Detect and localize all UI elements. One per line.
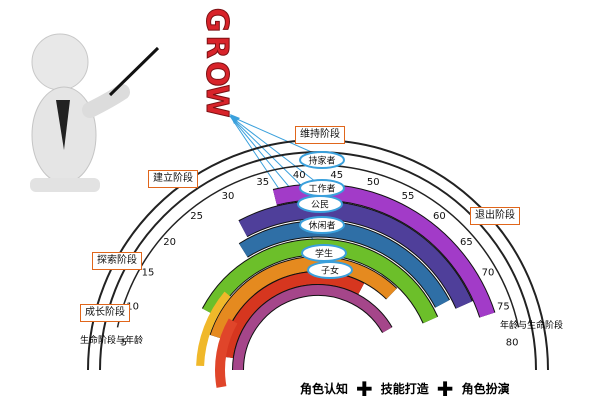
student-band-left bbox=[196, 291, 231, 367]
age-tick-label: 20 bbox=[163, 237, 176, 248]
role-label: 公民 bbox=[311, 200, 329, 211]
age-tick-label: 65 bbox=[460, 237, 473, 248]
role-label: 持家者 bbox=[308, 155, 335, 167]
age-tick-label: 10 bbox=[126, 301, 139, 312]
age-tick-label: 45 bbox=[330, 170, 343, 181]
age-tick-label: 15 bbox=[142, 267, 155, 278]
student-band bbox=[210, 256, 397, 340]
role-label: 学生 bbox=[315, 248, 333, 260]
plus-icon: ✚ bbox=[436, 376, 454, 401]
footer-skill-building: 技能打造 bbox=[380, 382, 429, 396]
citizen-band bbox=[239, 221, 450, 308]
plus-icon: ✚ bbox=[356, 376, 373, 401]
stage-label-establish: 建立阶段 bbox=[148, 170, 198, 188]
age-tick-label: 25 bbox=[190, 211, 203, 222]
stage-label-decline: 退出阶段 bbox=[470, 207, 520, 225]
role-label: 子女 bbox=[321, 265, 339, 277]
age-tick-label: 30 bbox=[222, 191, 235, 202]
role-ellipse bbox=[297, 195, 343, 213]
worker-band bbox=[238, 201, 472, 309]
inner-band bbox=[233, 285, 392, 371]
child-band-left bbox=[215, 318, 238, 388]
grow-letter: G bbox=[199, 8, 234, 33]
stage-label-grow: 成长阶段 bbox=[80, 304, 130, 322]
axis-caption-right: 年龄与生命阶段 bbox=[500, 321, 564, 331]
child-band bbox=[220, 272, 365, 359]
age-tick-label: 75 bbox=[497, 301, 510, 312]
stage-label-maintain: 维持阶段 bbox=[295, 126, 345, 144]
age-tick-label: 40 bbox=[293, 170, 306, 181]
pointer-line bbox=[229, 115, 317, 155]
pointer-line bbox=[229, 115, 317, 183]
role-label: 工作者 bbox=[308, 183, 335, 195]
age-tick-label: 80 bbox=[506, 338, 519, 349]
age-tick-label: 5 bbox=[121, 338, 127, 349]
stage-label-explore: 探索阶段 bbox=[92, 252, 142, 270]
role-ellipse bbox=[299, 216, 345, 234]
grow-letter: O bbox=[199, 61, 234, 87]
role-label: 休闲者 bbox=[308, 220, 335, 232]
arrow-head-icon bbox=[230, 114, 240, 124]
role-ellipse bbox=[301, 244, 347, 262]
footer-formula: 角色认知 ✚ 技能打造 ✚ 角色扮演 bbox=[300, 376, 510, 401]
role-ellipse bbox=[299, 151, 345, 169]
footer-role-cognition: 角色认知 bbox=[300, 382, 349, 396]
grow-letter: R bbox=[199, 35, 234, 58]
age-tick-label: 50 bbox=[367, 177, 380, 188]
age-tick-label: 35 bbox=[256, 177, 269, 188]
grow-letter: W bbox=[199, 84, 234, 117]
axis-caption-left: 生命阶段与年龄 bbox=[80, 336, 144, 346]
age-tick-label: 55 bbox=[402, 191, 415, 202]
age-ticks: 5 10 15 20 25 30 35 40 45 50 55 60 65 70 75 80 bbox=[121, 170, 519, 349]
role-ellipse bbox=[307, 261, 353, 279]
age-tick-label: 60 bbox=[433, 211, 446, 222]
age-tick-label: 70 bbox=[482, 267, 495, 278]
footer-role-playing: 角色扮演 bbox=[461, 382, 510, 396]
presenter-figure bbox=[18, 14, 168, 194]
